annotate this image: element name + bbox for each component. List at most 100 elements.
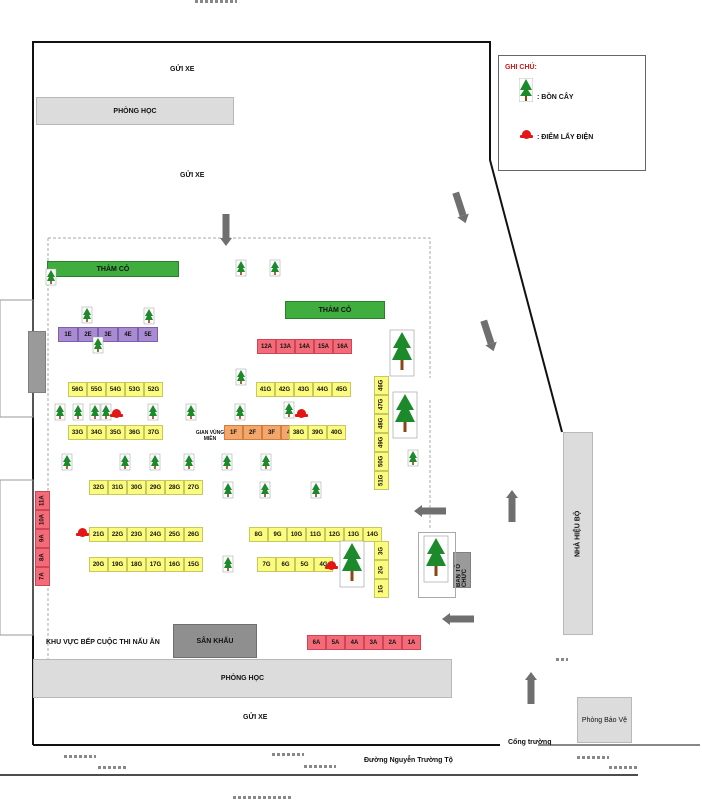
tree-planter-frame (418, 532, 456, 598)
stall[interactable]: 22G (108, 527, 127, 542)
stall[interactable]: 13G (344, 527, 363, 542)
stall-row-27-32G: 32G 31G 30G 29G 28G 27G (89, 480, 203, 495)
stall-row-8-14G: 8G 9G 10G 11G 12G 13G 14G (249, 527, 382, 542)
stall[interactable]: 37G (144, 425, 163, 440)
stall[interactable]: 12A (257, 339, 276, 354)
stall[interactable]: 30G (127, 480, 146, 495)
stall-row-33-37G: 33G 34G 35G 36G 37G (68, 425, 163, 440)
stall[interactable]: 45G (332, 382, 351, 397)
power-point-icon (76, 528, 89, 537)
stall[interactable]: 43G (294, 382, 313, 397)
stall[interactable]: 33G (68, 425, 87, 440)
power-point-icon (325, 561, 338, 570)
road-marking (233, 796, 293, 799)
stall[interactable]: 14A (295, 339, 314, 354)
regional-booth-label: GIAN VÙNG MIỀN (195, 430, 225, 442)
stall[interactable]: 29G (146, 480, 165, 495)
stall-row-21-26G: 21G 22G 23G 24G 25G 26G (89, 527, 203, 542)
stage: SÂN KHẤU (173, 624, 257, 658)
stall[interactable]: 24G (146, 527, 165, 542)
stall[interactable]: 6A (307, 635, 326, 650)
stall[interactable]: 5E (138, 327, 158, 342)
road-marking (64, 755, 96, 758)
parking-top-label: GỬI XE (170, 66, 195, 73)
stall[interactable]: 5A (326, 635, 345, 650)
stall-row-A-bottom: 6A 5A 4A 3A 2A 1A (307, 635, 421, 650)
classroom-top: PHÒNG HỌC (36, 97, 234, 125)
stall[interactable]: 1E (58, 327, 78, 342)
legend-title: GHI CHÚ: (505, 64, 537, 71)
stall[interactable]: 2A (383, 635, 402, 650)
stall[interactable]: 19G (108, 557, 127, 572)
parking-mid-label: GỬI XE (180, 172, 205, 179)
stall[interactable]: 55G (87, 382, 106, 397)
stall[interactable]: 31G (108, 480, 127, 495)
side-gate (28, 331, 46, 393)
stall[interactable]: 54G (106, 382, 125, 397)
stall[interactable]: 16G (165, 557, 184, 572)
stall[interactable]: 10G (287, 527, 306, 542)
stall[interactable]: 44G (313, 382, 332, 397)
stall[interactable]: 42G (275, 382, 294, 397)
stall[interactable]: 6G (276, 557, 295, 572)
stall[interactable]: 34G (87, 425, 106, 440)
stall[interactable]: 18G (127, 557, 146, 572)
power-point-icon (110, 409, 123, 418)
gate-label: Cổng trường (508, 739, 552, 746)
stall[interactable]: 2F (243, 425, 262, 440)
stall-row-41-45G: 41G 42G 43G 44G 45G (256, 382, 351, 397)
stall[interactable]: 4E (118, 327, 138, 342)
stall[interactable]: 8G (249, 527, 268, 542)
cooking-area-label: KHU VỰC BẾP CUỘC THI NẤU ĂN (46, 639, 160, 646)
stall[interactable]: 23G (127, 527, 146, 542)
parking-bottom-label: GỬI XE (243, 714, 268, 721)
classroom-bottom: PHÒNG HỌC (33, 659, 452, 698)
power-point-icon (520, 130, 533, 139)
stall[interactable]: 12G (325, 527, 344, 542)
stall[interactable]: 52G (144, 382, 163, 397)
road-marking (98, 766, 128, 769)
stall[interactable]: 20G (89, 557, 108, 572)
stall[interactable]: 17G (146, 557, 165, 572)
stall[interactable]: 38G (289, 425, 308, 440)
legend-box: GHI CHÚ: : BỒN CÂY : ĐIỂM LẤY ĐIỆN (498, 55, 646, 171)
stall[interactable]: 27G (184, 480, 203, 495)
stall[interactable]: 32G (89, 480, 108, 495)
stall[interactable]: 7G (257, 557, 276, 572)
stall[interactable]: 41G (256, 382, 275, 397)
stall[interactable]: 11G (306, 527, 325, 542)
stall[interactable]: 39G (308, 425, 327, 440)
stall[interactable]: 9G (268, 527, 287, 542)
stall[interactable]: 1F (224, 425, 243, 440)
stall[interactable]: 1A (402, 635, 421, 650)
road-marking (304, 765, 336, 768)
stall[interactable]: 56G (68, 382, 87, 397)
stall[interactable]: 14G (363, 527, 382, 542)
stall[interactable]: 15G (184, 557, 203, 572)
stall[interactable]: 3F (262, 425, 281, 440)
stall[interactable]: 36G (125, 425, 144, 440)
stall[interactable]: 13A (276, 339, 295, 354)
stall[interactable]: 40G (327, 425, 346, 440)
road-marking (577, 756, 609, 759)
road-marking (556, 658, 568, 661)
stall[interactable]: 4A (345, 635, 364, 650)
stall[interactable]: 21G (89, 527, 108, 542)
stall[interactable]: 3A (364, 635, 383, 650)
stall-row-38-40G: 38G 39G 40G (289, 425, 346, 440)
legend-tree-label: : BỒN CÂY (537, 94, 574, 101)
stall-row-A-top: 12A 13A 14A 15A 16A (257, 339, 352, 354)
stall[interactable]: 53G (125, 382, 144, 397)
stall[interactable]: 26G (184, 527, 203, 542)
stall[interactable]: 5G (295, 557, 314, 572)
stall[interactable]: 15A (314, 339, 333, 354)
stall[interactable]: 25G (165, 527, 184, 542)
direction-arrow (220, 190, 537, 704)
stall[interactable]: 35G (106, 425, 125, 440)
grass-area-1: THẢM CỎ (47, 261, 179, 277)
stall[interactable]: 28G (165, 480, 184, 495)
stall[interactable]: 16A (333, 339, 352, 354)
street-label: Đường Nguyễn Trường Tộ (364, 757, 453, 764)
